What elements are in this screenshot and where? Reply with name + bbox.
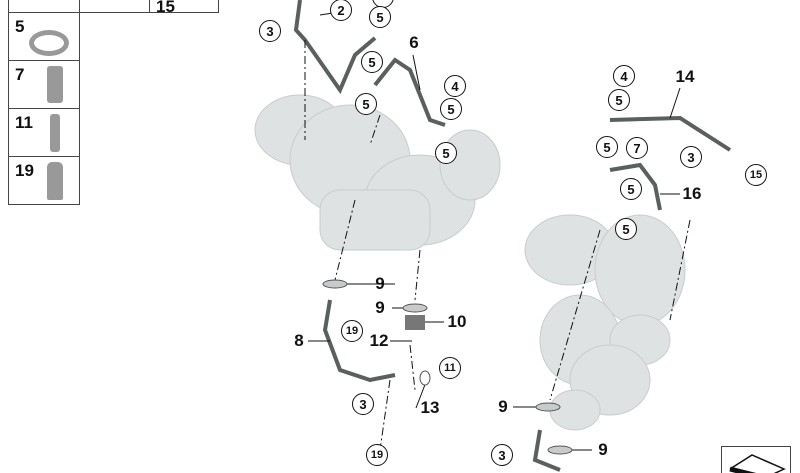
callout-4: 4 bbox=[444, 75, 466, 97]
label-16: 16 bbox=[682, 184, 702, 203]
turbocharger-right bbox=[524, 214, 686, 431]
callout-3: 3 bbox=[352, 393, 374, 415]
callout-5: 5 bbox=[615, 218, 637, 240]
callout-5: 5 bbox=[440, 98, 462, 120]
label-9: 9 bbox=[375, 298, 385, 317]
callout-19: 19 bbox=[341, 320, 363, 342]
oil-lines bbox=[293, 0, 732, 472]
callout-7: 7 bbox=[626, 137, 648, 159]
callout-11: 11 bbox=[439, 357, 461, 379]
legend-cell-partial bbox=[79, 0, 150, 13]
label-8: 8 bbox=[294, 331, 304, 350]
legend-cell-5: 5 bbox=[8, 12, 80, 61]
callout-3: 3 bbox=[680, 146, 702, 168]
label-9: 9 bbox=[598, 440, 608, 459]
legend-cell-7: 7 bbox=[8, 60, 80, 109]
legend-cell-15: 15 bbox=[149, 0, 219, 16]
callout-5: 5 bbox=[620, 178, 642, 200]
torx-screw-icon bbox=[47, 162, 63, 200]
label-12: 12 bbox=[369, 331, 389, 350]
label-9: 9 bbox=[375, 274, 385, 293]
callout-3: 3 bbox=[491, 444, 513, 466]
legend-cell-11: 11 bbox=[8, 108, 80, 157]
label-9: 9 bbox=[498, 397, 508, 416]
banjo-bolt-icon bbox=[47, 66, 63, 103]
callout-5: 5 bbox=[435, 142, 457, 164]
label-13: 13 bbox=[420, 398, 440, 417]
callout-15: 15 bbox=[745, 164, 767, 186]
hex-bolt-icon bbox=[50, 114, 60, 152]
callout-5: 5 bbox=[369, 6, 391, 28]
callout-4: 4 bbox=[613, 65, 635, 87]
bracket bbox=[405, 315, 425, 330]
legend-cell-19: 19 bbox=[8, 156, 80, 205]
callout-5: 5 bbox=[596, 136, 618, 158]
callout-19: 19 bbox=[366, 444, 388, 466]
label-14: 14 bbox=[675, 67, 695, 86]
callout-2: 2 bbox=[330, 0, 352, 21]
callout-5: 5 bbox=[355, 93, 377, 115]
callout-5: 5 bbox=[361, 51, 383, 73]
gaskets bbox=[322, 279, 573, 455]
label-6: 6 bbox=[409, 33, 419, 52]
sealing-ring-icon bbox=[29, 30, 69, 56]
callout-5: 5 bbox=[608, 89, 630, 111]
orientation-symbol-icon bbox=[721, 446, 791, 473]
label-10: 10 bbox=[447, 312, 467, 331]
turbocharger-left bbox=[254, 94, 501, 251]
callout-3: 3 bbox=[259, 20, 281, 42]
leader-lines bbox=[304, 40, 691, 451]
